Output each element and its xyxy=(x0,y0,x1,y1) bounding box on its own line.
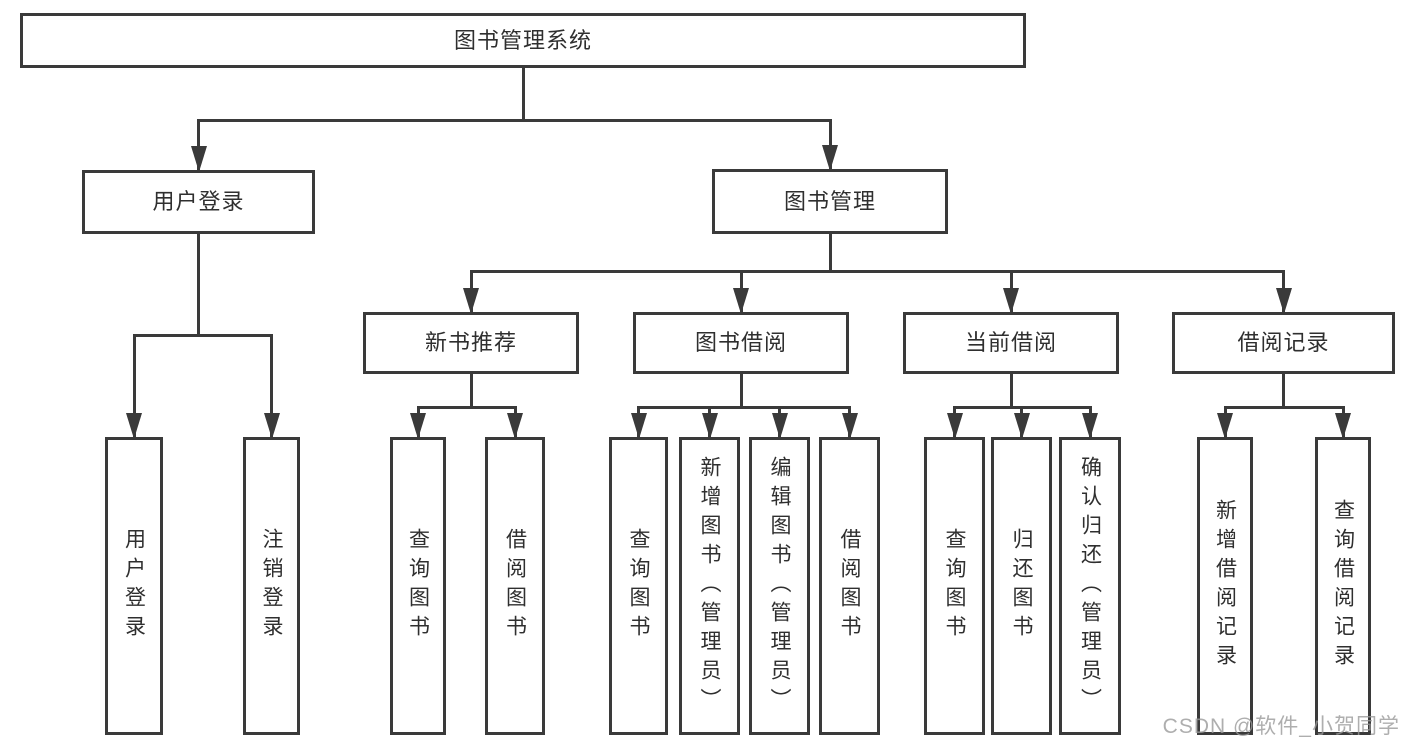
node-new-book-recommend: 新书推荐 xyxy=(363,312,579,374)
node-label: 查询图书 xyxy=(627,528,650,644)
edge-parent-drop xyxy=(828,234,832,271)
node-query-books-borrowing: 查询图书 xyxy=(609,437,668,735)
node-label: 借阅记录 xyxy=(1237,330,1330,355)
node-add-borrow-record: 新增借阅记录 xyxy=(1197,437,1253,735)
edge-parent-drop xyxy=(1009,374,1013,407)
edge-parent-drop xyxy=(1282,374,1285,407)
node-query-books-current: 查询图书 xyxy=(924,437,985,735)
arrowhead-down-icon xyxy=(126,413,142,439)
arrowhead-down-icon xyxy=(946,413,963,439)
arrowhead-down-icon xyxy=(1082,413,1098,439)
node-edit-books-admin: 编辑图书（管理员） xyxy=(749,437,810,735)
arrowhead-down-icon xyxy=(263,413,280,439)
edge-child-drop xyxy=(132,335,136,439)
node-label: 新书推荐 xyxy=(424,330,517,355)
arrowhead-down-icon xyxy=(771,413,788,439)
node-label: 新增图书（管理员） xyxy=(698,455,721,717)
edge-bus xyxy=(469,269,1285,273)
node-label: 用户登录 xyxy=(122,528,146,644)
node-user-login: 用户登录 xyxy=(82,170,315,234)
edge-parent-drop xyxy=(197,234,200,335)
arrowhead-down-icon xyxy=(841,413,858,439)
node-query-borrow-record: 查询借阅记录 xyxy=(1315,437,1371,735)
node-logout-action: 注销登录 xyxy=(243,437,300,735)
node-label: 图书借阅 xyxy=(694,330,787,355)
node-add-books-admin: 新增图书（管理员） xyxy=(679,437,740,735)
edge-bus xyxy=(1223,405,1345,409)
arrowhead-down-icon xyxy=(410,413,426,439)
edge-bus xyxy=(416,405,517,409)
edge-child-drop xyxy=(270,335,273,439)
node-label: 注销登录 xyxy=(260,528,283,644)
node-return-books: 归还图书 xyxy=(991,437,1052,735)
node-user-login-action: 用户登录 xyxy=(105,437,163,735)
node-label: 查询图书 xyxy=(406,528,430,644)
arrowhead-down-icon xyxy=(630,413,647,439)
edge-bus xyxy=(197,118,832,122)
arrowhead-down-icon xyxy=(701,413,718,439)
arrowhead-down-icon xyxy=(1013,413,1030,439)
node-current-borrowing: 当前借阅 xyxy=(903,312,1119,374)
node-confirm-return-admin: 确认归还（管理员） xyxy=(1059,437,1121,735)
arrowhead-down-icon xyxy=(507,413,523,439)
node-label: 借阅图书 xyxy=(503,528,527,644)
node-query-books-recommend: 查询图书 xyxy=(390,437,446,735)
edge-bus xyxy=(132,333,273,337)
node-borrow-books-recommend: 借阅图书 xyxy=(485,437,545,735)
node-label: 当前借阅 xyxy=(964,330,1057,355)
node-label: 查询借阅记录 xyxy=(1331,499,1355,673)
node-label: 归还图书 xyxy=(1010,528,1033,644)
node-borrow-books-borrowing: 借阅图书 xyxy=(819,437,880,735)
arrowhead-down-icon xyxy=(463,288,479,314)
arrowhead-down-icon xyxy=(822,145,838,171)
arrowhead-down-icon xyxy=(733,288,749,314)
node-book-borrowing: 图书借阅 xyxy=(633,312,849,374)
node-library-system: 图书管理系统 xyxy=(20,13,1026,68)
arrowhead-down-icon xyxy=(190,146,207,172)
node-label: 查询图书 xyxy=(943,528,966,644)
arrowhead-down-icon xyxy=(1003,288,1019,314)
node-label: 用户登录 xyxy=(152,189,245,214)
node-label: 新增借阅记录 xyxy=(1213,499,1237,673)
node-label: 图书管理 xyxy=(783,188,876,214)
edge-parent-drop xyxy=(521,68,525,120)
node-label: 图书管理系统 xyxy=(453,27,592,53)
node-borrow-records: 借阅记录 xyxy=(1172,312,1395,374)
arrowhead-down-icon xyxy=(1217,413,1233,439)
edge-parent-drop xyxy=(739,374,743,407)
node-label: 确认归还（管理员） xyxy=(1078,455,1102,717)
edge-bus xyxy=(637,405,851,409)
arrowhead-down-icon xyxy=(1275,288,1292,314)
arrowhead-down-icon xyxy=(1335,413,1351,439)
node-label: 借阅图书 xyxy=(838,528,861,644)
node-book-management: 图书管理 xyxy=(712,169,948,234)
edge-parent-drop xyxy=(469,374,473,407)
node-label: 编辑图书（管理员） xyxy=(768,455,791,717)
watermark: CSDN @软件_小贺同学 xyxy=(1162,715,1400,738)
